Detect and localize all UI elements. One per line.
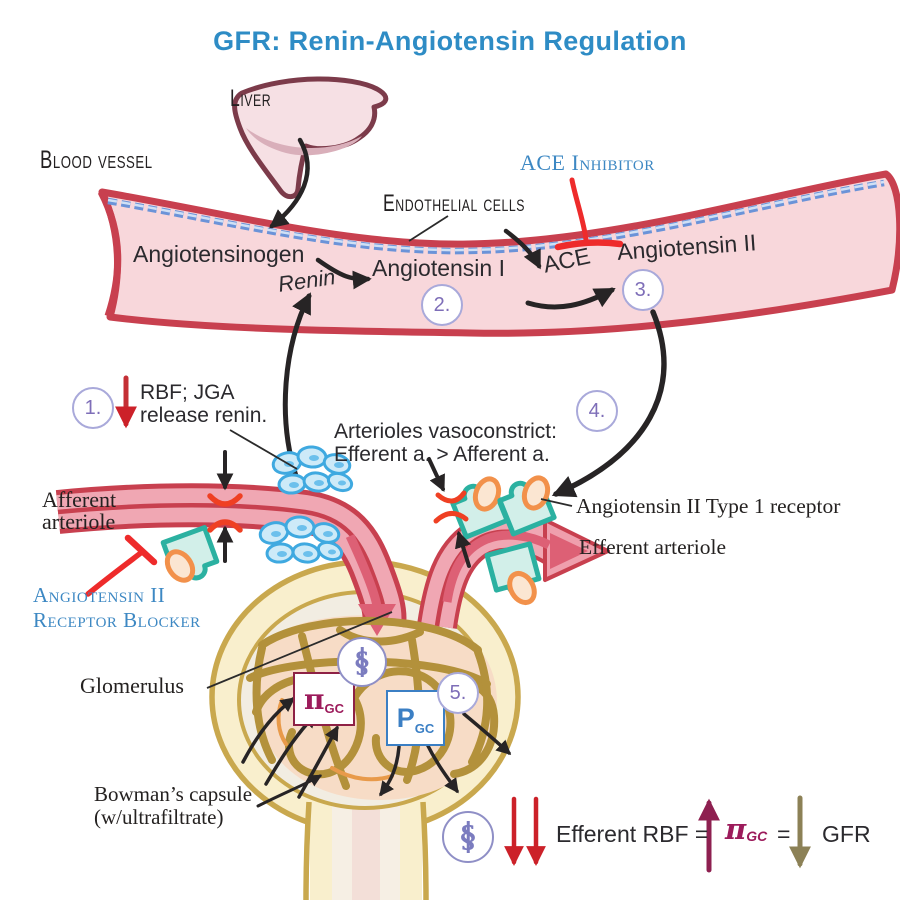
efferent-arteriole-vessel	[417, 511, 610, 630]
oncotic-arrow	[297, 725, 339, 799]
afferent-center-stripe	[57, 503, 387, 625]
liver-to-vessel-arrow	[269, 137, 310, 229]
step-circle-3: 3.	[622, 269, 664, 311]
liver-shape	[232, 76, 389, 200]
inhibitor-bar	[124, 534, 158, 566]
step1-text: RBF; JGA release renin.	[140, 381, 267, 427]
ace-inhibitor-block	[554, 177, 624, 251]
angII-to-receptor-arrow	[551, 309, 667, 498]
asclepius-badge: §	[337, 637, 387, 687]
arb-label-line1: Angiotensin II	[33, 583, 166, 607]
afferent-arteriole-label: Afferent arteriole	[42, 489, 116, 533]
tubule-stem-wall-left	[303, 801, 312, 900]
pi-symbol: π	[304, 682, 325, 716]
capillary-loop	[468, 648, 492, 766]
step-circle-5: 5.	[437, 672, 479, 714]
hydrostatic-arrow	[425, 742, 459, 794]
arb-block	[85, 534, 158, 597]
step-circle-4: 4.	[576, 390, 618, 432]
step4-line2: Efferent a. > Afferent a.	[334, 443, 550, 466]
legend-asclepius-badge: §	[442, 811, 494, 863]
inhibitor-stem	[85, 549, 145, 597]
step1-line1: RBF; JGA	[140, 381, 235, 404]
endothelial-leader	[408, 215, 449, 242]
at1-receptor-label: Angiotensin II Type 1 receptor	[576, 494, 841, 518]
hydrostatic-arrow	[462, 712, 512, 755]
bowmans-leader-arrow	[256, 774, 323, 808]
legend-arrows	[504, 795, 812, 873]
constriction-marks	[207, 450, 472, 568]
jga-cells	[258, 445, 354, 564]
constriction-pinch	[207, 519, 243, 533]
efferent-arteriole-label: Efferent arteriole	[579, 535, 727, 559]
liver-label: Liver	[230, 86, 272, 112]
liver-illustration	[232, 76, 389, 200]
inhibitor-stem	[569, 177, 589, 243]
p-symbol: P	[396, 702, 415, 733]
page-title: GFR: Renin-Angiotensin Regulation	[213, 26, 687, 56]
leader-lines	[206, 215, 573, 689]
jga-leader	[229, 429, 298, 470]
angiotensinogen-label: Angiotensinogen	[133, 241, 305, 267]
pi-subscript: GC	[324, 701, 345, 716]
angiotensinogen-to-angI-arrow	[315, 257, 372, 290]
glomerulus-label: Glomerulus	[80, 673, 184, 698]
endothelium-chain-highlight	[107, 180, 885, 252]
arb-label-line2: Receptor Blocker	[33, 608, 201, 632]
bowmans-capsule-label: Bowman’s capsule (w/ultrafiltrate)	[94, 783, 252, 829]
at1-leader	[540, 498, 573, 507]
bowmans-label-line2: (w/ultrafiltrate)	[94, 805, 224, 829]
glomerulus-leader	[206, 611, 393, 689]
tubule-stem-filtrate	[352, 800, 380, 900]
ace-reaction-arrow	[525, 287, 616, 310]
endothelium-to-ace-arrow	[503, 228, 542, 270]
tubule-stem-wall-right	[420, 801, 429, 900]
efferent-flow-arrowhead	[550, 533, 588, 569]
afferent-label-line2: arteriole	[42, 509, 116, 534]
legend-pi-symbol: π	[725, 812, 747, 846]
constriction-arrow	[427, 457, 445, 493]
capillary-loop	[252, 644, 276, 764]
endothelial-cells-label: Endothelial cells	[383, 191, 526, 217]
ace-inhibitor-label: ACE Inhibitor	[520, 150, 655, 175]
oncotic-arrow	[241, 697, 296, 764]
step-circle-1: 1.	[72, 387, 114, 429]
step4-text: Arterioles vasoconstrict: Efferent a. > …	[334, 420, 557, 466]
legend-efferent-rbf: Efferent RBF =	[556, 821, 709, 847]
p-subscript: GC	[414, 721, 435, 736]
asclepius-icon: §	[460, 819, 476, 855]
legend-gfr: GFR	[822, 821, 871, 847]
afferent-arteriole-vessel	[55, 483, 407, 636]
step1-line2: release renin.	[140, 404, 268, 427]
afferent-flow-arrow	[345, 534, 382, 607]
inhibitor-bar	[554, 239, 624, 251]
capillary-loop	[350, 667, 455, 776]
blood-vessel-label: Blood vessel	[40, 147, 153, 175]
legend-pi-subscript: GC	[746, 828, 768, 844]
constriction-pinch	[207, 493, 243, 507]
efferent-flow-arrow	[442, 530, 552, 603]
arb-label: Angiotensin II Receptor Blocker	[33, 583, 201, 633]
constriction-pinch	[433, 511, 469, 524]
liver-lobe-shading	[246, 128, 362, 156]
asclepius-icon: §	[354, 645, 370, 679]
constriction-arrow	[454, 530, 472, 568]
hydrostatic-arrow	[379, 745, 401, 797]
afferent-label-line1: Afferent	[42, 487, 117, 512]
angiotensin-i-label: Angiotensin I	[372, 255, 505, 281]
capillary-accent	[330, 766, 394, 782]
vessel-left-opening	[97, 190, 122, 318]
legend-equals: =	[777, 821, 791, 847]
step4-line1: Arterioles vasoconstrict:	[334, 420, 557, 443]
step-circle-2: 2.	[421, 284, 463, 326]
asclepius-staff	[466, 821, 470, 853]
bowmans-label-line1: Bowman’s capsule	[94, 782, 253, 806]
constriction-pinch	[435, 490, 467, 504]
asclepius-staff	[360, 647, 364, 677]
